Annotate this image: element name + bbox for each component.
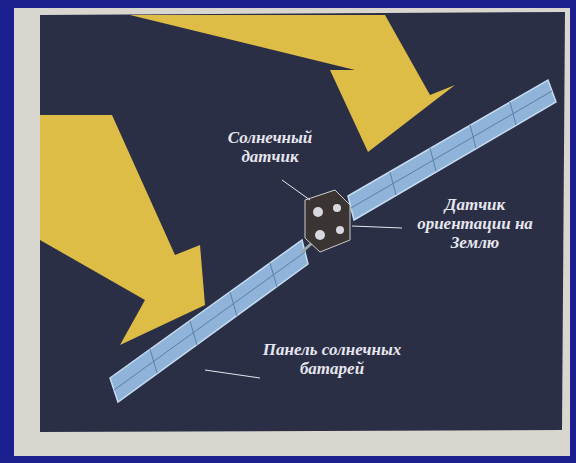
satellite-body — [305, 190, 350, 252]
sunlight-arrow — [40, 115, 205, 345]
picture-ground — [40, 12, 565, 432]
part-label: Панель солнечных батарей — [262, 340, 402, 378]
part-label: Датчик ориентации на Землю — [405, 195, 545, 252]
solar-panel — [110, 240, 308, 402]
panel-grid — [114, 91, 552, 390]
leader-line — [205, 180, 402, 378]
part-label: Солнечный датчик — [205, 128, 335, 166]
